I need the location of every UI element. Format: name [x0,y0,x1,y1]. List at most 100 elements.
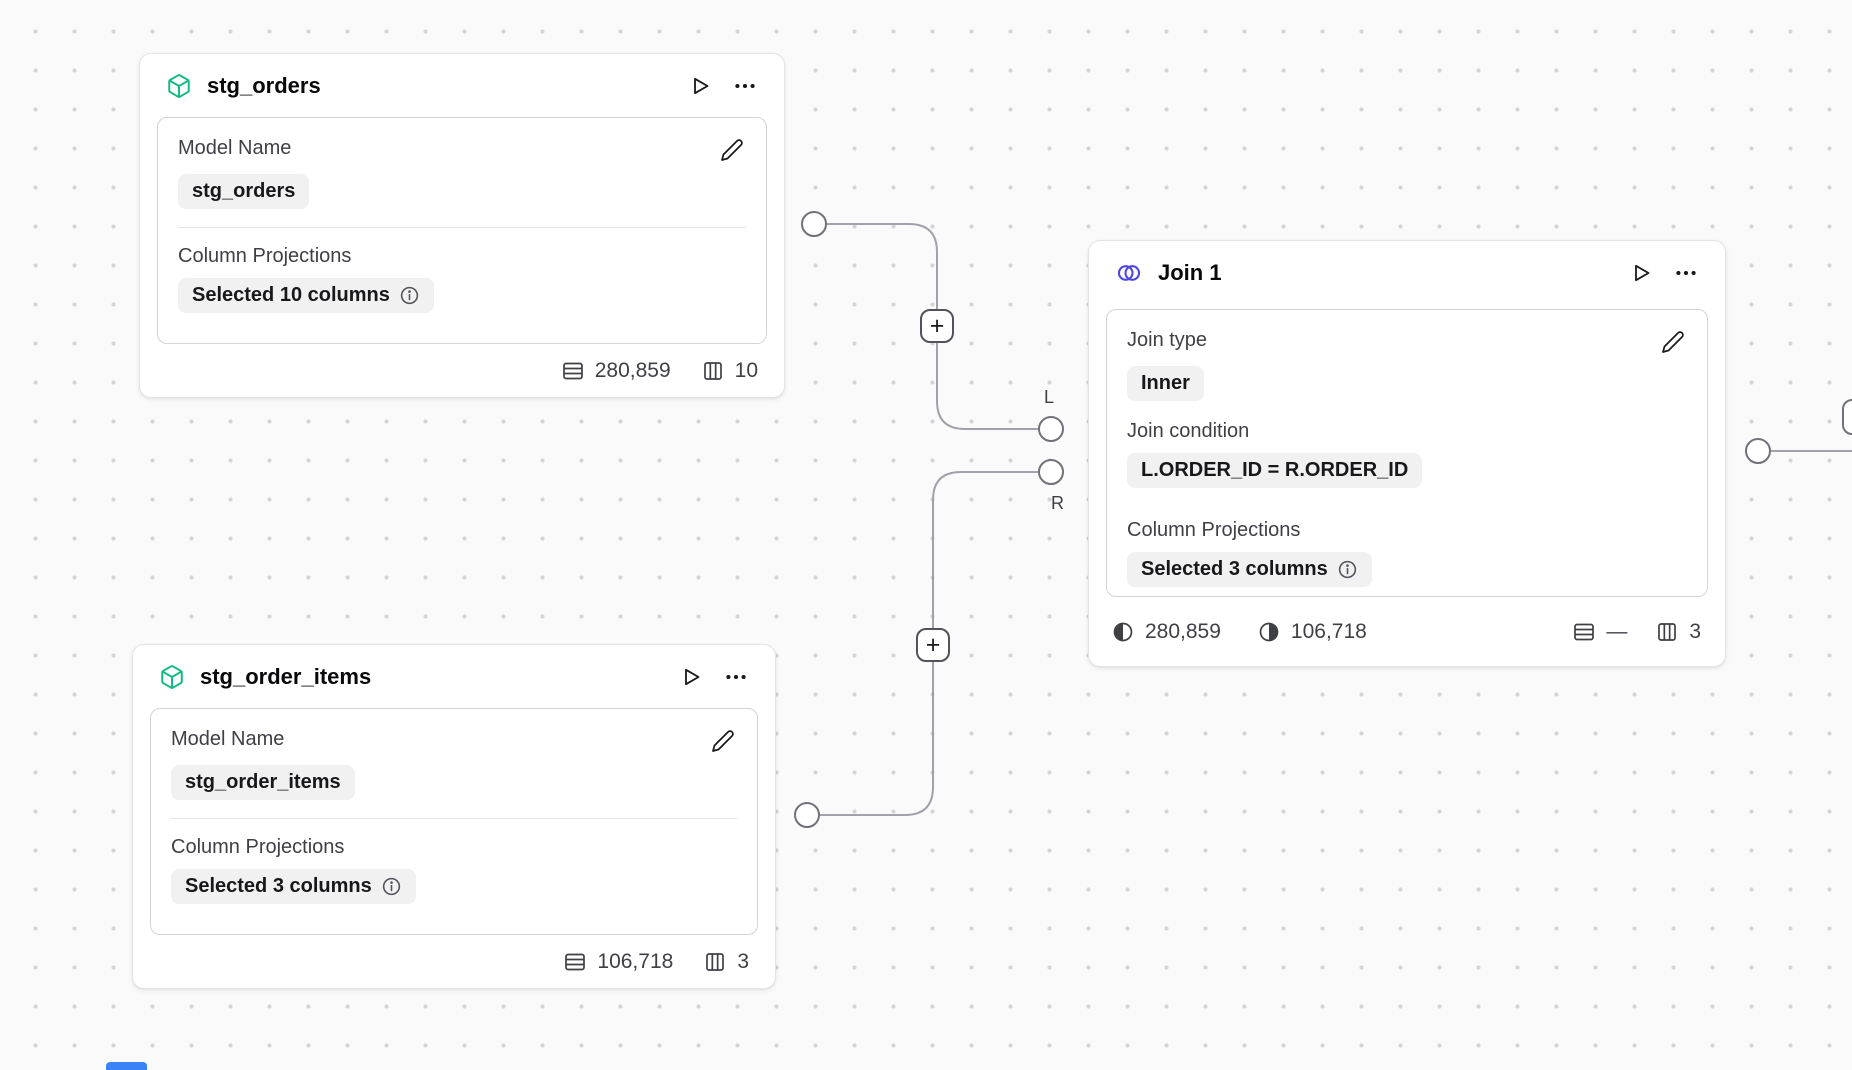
cube-icon [157,662,187,692]
table-rows-icon [562,362,583,379]
row-count-stat: 106,718 [563,950,673,974]
chip-text: stg_order_items [185,771,341,793]
node-config-card: Model Name stg_order_items Column Projec… [150,708,758,935]
chip-text: stg_orders [192,180,296,202]
edit-node-button[interactable] [709,727,737,755]
stg-orders-output-port[interactable] [801,211,827,237]
card-divider [171,818,737,819]
column-count-value: 10 [734,358,758,382]
join-output-port[interactable] [1745,438,1771,464]
chip-text: Selected 10 columns [192,284,390,306]
node-stg-orders[interactable]: stg_orders Model Name stg_orders [139,53,785,398]
add-node-on-edge-button-bottom[interactable]: + [916,628,950,662]
chip-text: Selected 3 columns [1141,558,1328,580]
pencil-icon [721,139,743,161]
join-left-port-label: L [1044,387,1055,407]
chip-text: L.ORDER_ID = R.ORDER_ID [1141,459,1409,481]
left-input-row-count-value: 280,859 [1145,619,1221,643]
add-node-on-edge-button-top[interactable]: + [920,309,954,343]
node-config-card: Join type Inner Join condition L.ORDER_I… [1106,309,1708,597]
join-type-chip[interactable]: Inner [1127,366,1204,401]
table-columns-icon [703,361,722,380]
column-count-stat: 10 [701,359,758,383]
row-count-value: 280,859 [594,358,671,382]
left-input-row-count-stat: 280,859 [1111,620,1221,644]
play-icon [694,77,709,94]
chip-text: Inner [1141,372,1190,394]
edit-node-button[interactable] [718,136,746,164]
join-type-label: Join type [1127,329,1208,351]
node-menu-button[interactable] [721,662,751,692]
right-input-row-count-stat: 106,718 [1257,620,1367,644]
column-projections-field: Column Projections [178,244,746,268]
half-circle-left-icon [1113,622,1133,641]
model-name-label: Model Name [171,728,285,750]
table-columns-icon [706,952,725,971]
offscreen-blue-element[interactable] [106,1062,147,1070]
info-icon[interactable] [381,876,402,897]
venn-join-icon [1113,257,1145,289]
cube-icon [164,71,194,101]
node-menu-button[interactable] [730,71,760,101]
column-count-stat: 3 [703,950,749,974]
edit-node-button[interactable] [1659,328,1687,356]
join-left-input-port[interactable] [1038,416,1064,442]
node-header: stg_order_items [133,645,775,708]
join-right-input-port[interactable] [1038,459,1064,485]
row-count-value: 106,718 [597,949,674,973]
play-icon [685,668,700,685]
table-rows-icon [565,953,586,970]
node-join-1[interactable]: Join 1 Join type Inner [1088,240,1726,667]
model-name-label: Model Name [178,137,292,159]
model-name-chip[interactable]: stg_order_items [171,765,355,800]
column-projections-label: Column Projections [178,245,352,267]
join-right-port-label: R [1051,493,1064,513]
node-stg-order-items[interactable]: stg_order_items Model Name stg_order_ite… [132,644,776,989]
column-count-stat: 3 [1655,620,1701,644]
column-count-value: 3 [737,949,749,973]
run-node-button[interactable] [677,663,705,691]
join-condition-chip[interactable]: L.ORDER_ID = R.ORDER_ID [1127,453,1423,488]
ellipsis-icon [1676,270,1696,275]
info-icon[interactable] [399,285,420,306]
info-icon[interactable] [1337,559,1358,580]
footer-right-group: — 3 [1572,620,1701,644]
row-count-stat: 280,859 [561,359,671,383]
node-title: Join 1 [1158,259,1222,285]
node-footer: 280,859 106,718 — 3 [1089,597,1725,666]
pencil-icon [1662,331,1684,353]
column-projections-chip[interactable]: Selected 10 columns [178,278,434,313]
half-circle-right-icon [1259,622,1279,641]
table-columns-icon [1658,622,1677,641]
stg-order-items-output-port[interactable] [794,802,820,828]
node-footer: 280,859 10 [140,344,784,397]
column-projections-chip[interactable]: Selected 3 columns [171,869,416,904]
join-condition-field: Join condition [1127,419,1687,443]
run-node-button[interactable] [1627,259,1655,287]
node-footer: 106,718 3 [133,935,775,988]
node-menu-button[interactable] [1671,258,1701,288]
run-node-button[interactable] [686,72,714,100]
plus-icon: + [929,311,945,340]
pencil-icon [712,730,734,752]
ellipsis-icon [735,83,755,88]
column-count-value: 3 [1689,619,1701,643]
node-title: stg_order_items [200,663,372,689]
node-config-card: Model Name stg_orders Column Projections… [157,117,767,344]
right-input-row-count-value: 106,718 [1290,619,1367,643]
ellipsis-icon [726,674,746,679]
table-rows-icon [1574,623,1595,640]
chip-text: Selected 3 columns [185,875,372,897]
column-projections-field: Column Projections [1127,518,1687,542]
column-projections-chip[interactable]: Selected 3 columns [1127,552,1372,587]
play-icon [1635,264,1650,281]
plus-icon: + [925,630,941,659]
node-header: stg_orders [140,54,784,117]
node-header: Join 1 [1089,241,1725,304]
header-actions [686,71,760,101]
row-count-value: — [1606,619,1628,643]
model-name-chip[interactable]: stg_orders [178,174,310,209]
offscreen-node-edge[interactable] [1842,399,1852,435]
header-actions [1627,258,1701,288]
